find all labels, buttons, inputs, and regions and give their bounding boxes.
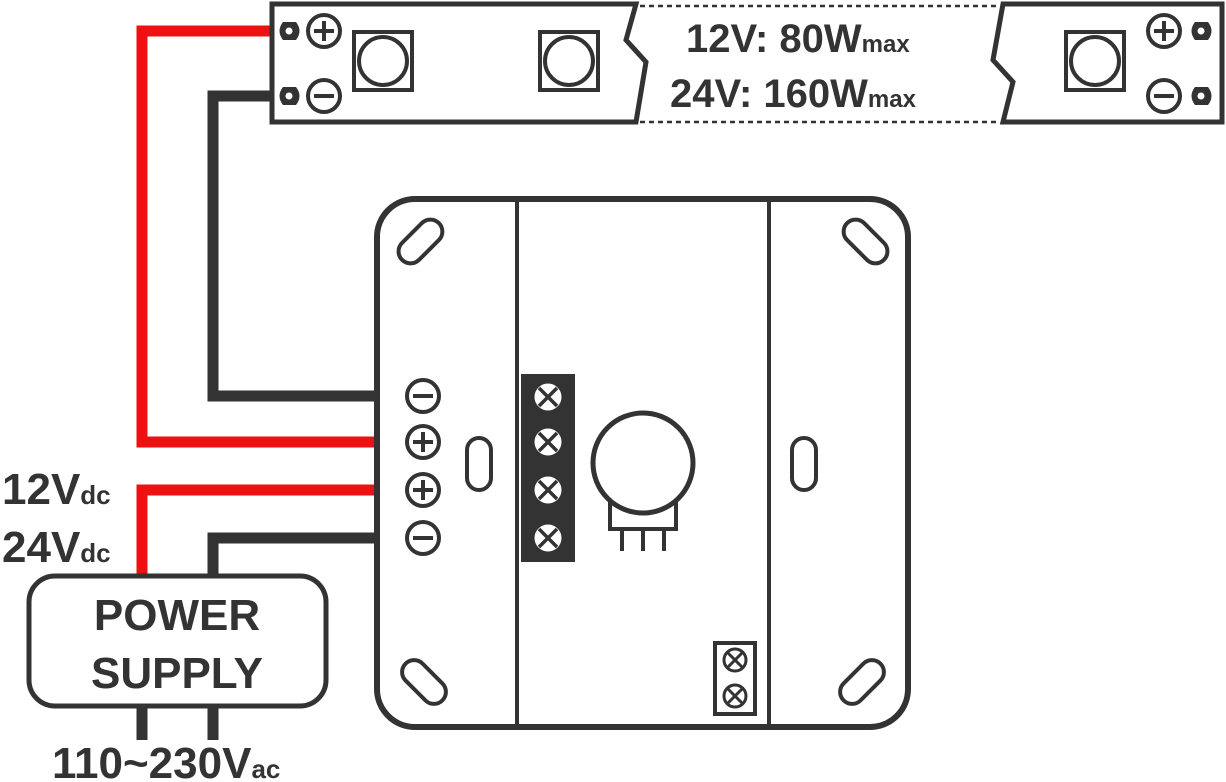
mounting-slot: [838, 658, 886, 706]
solder-pad-negative: [279, 87, 300, 105]
rating-12v-main: 12V: 80W: [686, 17, 862, 61]
dimmer-unit: [374, 196, 911, 730]
mounting-slot: [790, 436, 818, 492]
rating-24v-sub: max: [868, 86, 917, 113]
ac-input-sub: ac: [251, 754, 280, 782]
minus-symbol-icon: [1146, 78, 1182, 114]
ac-input-main: 110~230V: [52, 739, 252, 782]
output-24v-main: 24V: [2, 523, 81, 572]
power-supply-line1: POWER: [94, 591, 260, 640]
mounting-slot: [465, 436, 493, 492]
rating-12v-sub: max: [862, 31, 911, 58]
minus-symbol-icon: [405, 520, 441, 556]
output-24v-label: 24Vdc: [2, 523, 111, 572]
screw-icon: [722, 683, 748, 709]
plus-symbol-icon: [405, 472, 441, 508]
power-supply-box: [26, 573, 329, 709]
led-chip: [538, 30, 600, 92]
rating-24v-main: 24V: 160W: [670, 72, 868, 116]
mounting-slot: [841, 217, 890, 266]
solder-pad-negative: [1191, 87, 1212, 105]
wires: [136, 25, 525, 740]
screw-icon: [531, 425, 565, 459]
led-negative-wire: [207, 90, 525, 402]
screw-icon: [531, 521, 565, 555]
ac-input-label: 110~230Vac: [52, 739, 280, 782]
led-strip: 12V: 80Wmax 24V: 160Wmax: [269, 1, 1225, 125]
power-supply-line2: SUPPLY: [91, 649, 263, 698]
output-12v-main: 12V: [2, 465, 81, 514]
screw-icon: [531, 473, 565, 507]
solder-pad-positive: [279, 22, 300, 40]
plus-symbol-icon: [1146, 13, 1182, 49]
solder-pad-positive: [1191, 22, 1212, 40]
led-positive-wire: [136, 25, 525, 448]
output-24v-sub: dc: [80, 538, 110, 568]
plus-symbol-icon: [405, 424, 441, 460]
minus-symbol-icon: [405, 378, 441, 414]
output-12v-sub: dc: [80, 480, 110, 510]
potentiometer-knob: [590, 410, 696, 551]
output-12v-label: 12Vdc: [2, 465, 111, 514]
screw-icon: [722, 647, 748, 673]
minus-symbol-icon: [306, 78, 342, 114]
power-supply: POWER SUPPLY 12Vdc 24Vdc 110~230Vac: [2, 465, 329, 782]
rating-12v-label: 12V: 80Wmax: [686, 17, 910, 61]
plus-symbol-icon: [306, 13, 342, 49]
rating-24v-label: 24V: 160Wmax: [670, 72, 917, 116]
led-chip: [352, 30, 414, 92]
screw-icon: [531, 380, 565, 414]
led-chip: [1064, 30, 1126, 92]
mounting-slot: [400, 658, 448, 706]
small-terminal-block: [713, 641, 757, 716]
main-terminal-block: [521, 374, 575, 562]
mounting-slot: [396, 217, 445, 266]
